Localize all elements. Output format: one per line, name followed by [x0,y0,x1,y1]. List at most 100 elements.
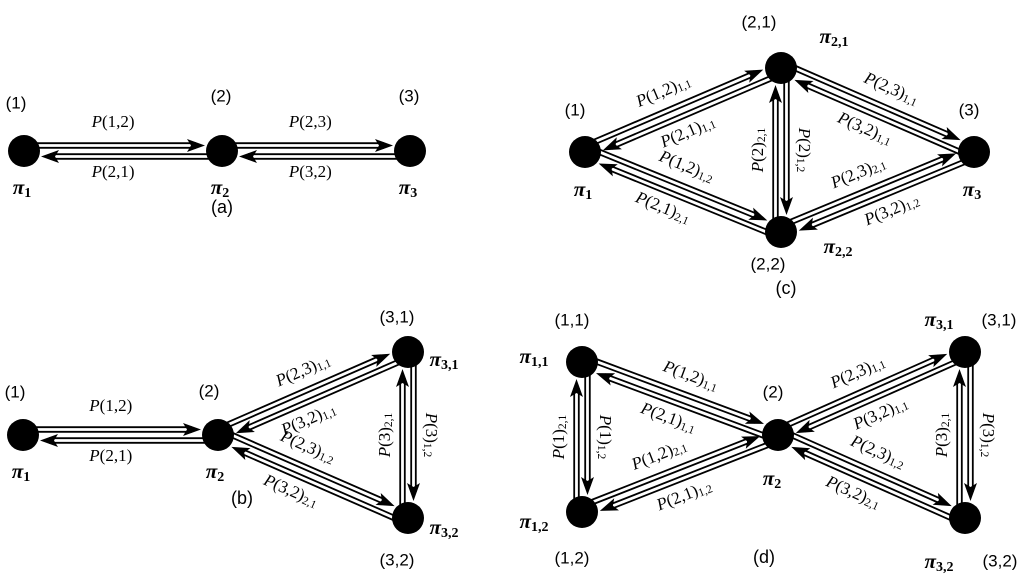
arrowhead-icon [231,446,251,461]
edge-label: P(2,1)1,1 [637,397,699,437]
state-index-label: (3) [959,101,980,120]
arrowhead-icon [748,207,768,221]
node-symbol-label: π3,2 [925,549,954,575]
node-symbol-label: π3,2 [430,515,459,541]
edge-line-gap [230,433,383,502]
diagram-b: P(1,2)P(2,1)P(2,3)1,1P(3,2)1,1P(2,3)1,2P… [5,308,459,570]
state-index-label: (3,1) [982,311,1017,330]
edge-label: P(3)1,2 [978,412,999,458]
state-node-c-pi22 [765,216,797,248]
node-symbol-label: π1 [12,459,30,485]
state-index-label: (3,2) [983,552,1018,571]
arrowhead-icon [794,79,814,93]
arrowhead-icon [795,419,815,434]
arrowhead-icon [570,379,583,397]
arrowhead-icon [407,483,420,501]
state-node-b-pi1 [7,419,39,451]
arrowhead-icon [581,477,594,495]
edge-label: P(3)1,2 [421,412,442,458]
edge-label: P(2,1) [88,446,132,465]
edge-line-gap [803,451,953,520]
arrowhead-icon [375,139,393,152]
arrowhead-icon [941,127,961,141]
edge-line-gap [612,443,770,508]
arrowhead-icon [791,446,811,461]
edge-label: P(3)2,1 [932,412,953,458]
node-symbol-label: π3,1 [430,347,459,373]
edge-label: P(2)2,1 [748,127,769,173]
arrowhead-icon [928,353,948,368]
arrowhead-icon [235,420,255,434]
arrowhead-icon [596,373,616,386]
state-node-a-pi2 [206,135,238,167]
edge-line-gap [597,150,755,217]
node-symbol-label: π1,1 [520,344,549,370]
state-index-label: (1,1) [555,311,590,330]
state-node-a-pi1 [8,135,40,167]
arrowhead-icon [769,85,782,103]
edge-line-gap [594,359,752,421]
edge-label: P(2)1,2 [794,127,815,173]
state-index-label: (1,2) [555,549,590,568]
edge-line-gap [806,84,962,154]
diagram-c: P(1,2)1,1P(2,1)1,1P(1,2)1,2P(2,1)2,1P(2,… [565,13,990,298]
state-node-c-pi1 [569,136,601,168]
arrowhead-icon [780,197,793,215]
arrowhead-icon [953,369,966,387]
edge-line-gap [615,76,773,147]
edge-line-gap [811,160,966,227]
state-index-label: (1) [5,383,26,402]
edge-label: P(1,2) [88,396,132,415]
edge-label: P(3)2,1 [375,412,396,458]
arrowhead-icon [798,217,818,231]
edge-label: P(3,2)1,1 [277,398,339,440]
subfigure-caption-d: (d) [753,547,775,567]
edge-line-gap [786,358,936,427]
arrowhead-icon [183,423,201,436]
node-symbol-label: π1,2 [520,509,549,535]
state-index-label: (1) [565,101,586,120]
state-node-a-pi3 [394,135,426,167]
state-index-label: (1) [6,94,27,113]
edges-c: P(1,2)1,1P(2,1)1,1P(1,2)1,2P(2,1)2,1P(2,… [591,64,968,236]
arrowhead-icon [599,498,619,511]
state-node-c-pi21 [765,52,797,84]
arrowhead-icon [371,353,391,367]
arrowhead-icon [375,492,395,507]
edge-label: P(1)1,2 [595,414,616,460]
edge-line-gap [608,376,766,438]
arrowhead-icon [41,150,59,163]
node-symbol-label: π1 [574,177,592,203]
edge-line-gap [590,439,748,504]
edge-line-gap [243,451,396,520]
node-symbol-label: π2 [763,466,781,492]
node-symbol-label: π3 [963,177,981,203]
state-index-label: (2) [211,87,232,106]
edges-a: P(1,2)P(2,1)P(2,3)P(3,2) [35,112,399,181]
edge-line-gap [793,66,949,136]
node-symbol-label: π1 [13,175,31,201]
state-node-c-pi3 [958,136,990,168]
edge-label: P(2,1) [91,162,135,181]
state-index-label: (2) [199,382,220,401]
edge-line-gap [611,167,769,234]
arrowhead-icon [396,369,409,387]
arrowhead-icon [187,139,205,152]
state-node-b-pi2 [202,419,234,451]
edge-line-gap [593,73,751,144]
subfigure-caption-c: (c) [776,278,797,298]
subfigure-caption-b: (b) [231,488,253,508]
node-symbol-label: π3 [399,175,417,201]
edge-line-gap [790,433,940,502]
state-index-label: (3) [399,87,420,106]
state-index-label: (2,1) [742,13,777,32]
edge-label: P(1,2) [91,112,135,131]
state-node-d-pi2 [762,419,794,451]
node-symbol-label: π3,1 [925,307,954,333]
arrowhead-icon [40,434,58,447]
state-index-label: (3,1) [380,308,415,327]
state-index-label: (2) [763,383,784,402]
diagram-d: P(1,2)1,1P(2,1)1,1P(1,2)2,1P(2,1)1,2P(1)… [520,307,1018,575]
edge-label: P(1)2,1 [549,414,570,460]
